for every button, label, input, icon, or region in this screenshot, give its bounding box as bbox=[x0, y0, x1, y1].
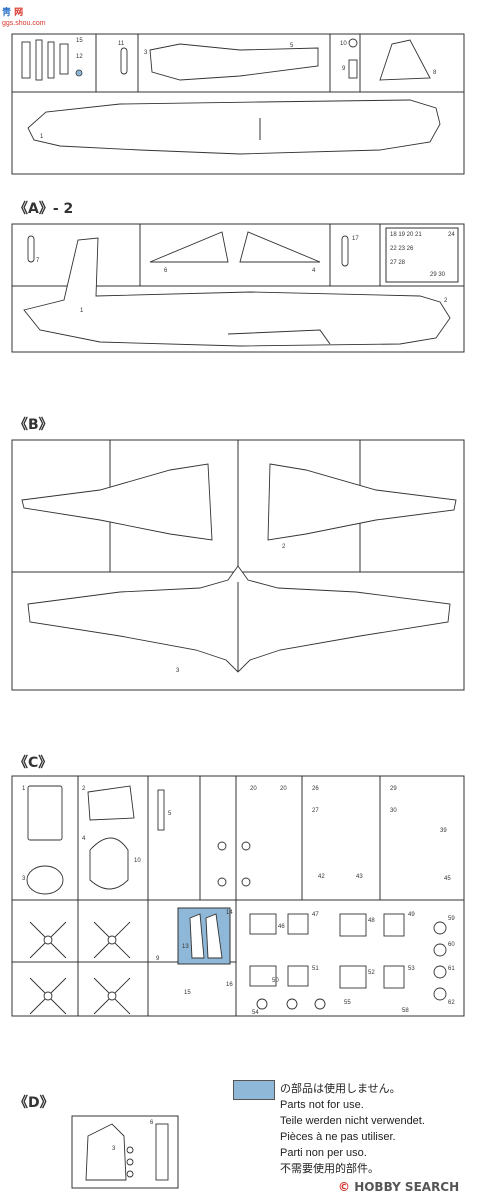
svg-text:6: 6 bbox=[150, 1120, 154, 1126]
svg-text:58: 58 bbox=[402, 1008, 409, 1014]
hobby-search-watermark: © HOBBY SEARCH bbox=[338, 1180, 459, 1194]
svg-text:4: 4 bbox=[82, 836, 86, 842]
svg-text:2: 2 bbox=[282, 544, 286, 550]
legend-line-ja: の部品は使用しません。 bbox=[280, 1083, 401, 1095]
sprue-c: 1 3 2 4 5 10 13 14 20 20 26 29 27 30 39 bbox=[11, 775, 465, 1017]
svg-text:10: 10 bbox=[340, 41, 347, 47]
svg-text:43: 43 bbox=[356, 874, 363, 880]
svg-text:24: 24 bbox=[448, 232, 455, 238]
svg-text:1: 1 bbox=[40, 134, 44, 140]
sprue-a2-label: 《A》- 2 bbox=[14, 201, 74, 217]
svg-text:2: 2 bbox=[444, 298, 448, 304]
svg-text:5: 5 bbox=[168, 811, 172, 817]
svg-text:47: 47 bbox=[312, 912, 319, 918]
propellers bbox=[29, 921, 131, 1015]
svg-text:4: 4 bbox=[312, 268, 316, 274]
svg-text:15: 15 bbox=[184, 990, 191, 996]
svg-text:3: 3 bbox=[22, 876, 26, 882]
legend-line-fr: Pièces à ne pas utiliser. bbox=[280, 1131, 396, 1143]
legend-line-it: Parti non per uso. bbox=[280, 1147, 367, 1159]
svg-text:5: 5 bbox=[290, 43, 294, 49]
svg-text:3: 3 bbox=[112, 1146, 116, 1152]
svg-text:9: 9 bbox=[342, 66, 346, 72]
svg-text:48: 48 bbox=[368, 918, 375, 924]
svg-text:53: 53 bbox=[408, 966, 415, 972]
svg-text:46: 46 bbox=[278, 924, 285, 930]
small-parts-a2: 18 19 20 21 22 23 26 27 28 29 30 24 bbox=[385, 227, 459, 283]
svg-text:42: 42 bbox=[318, 874, 325, 880]
svg-text:3: 3 bbox=[176, 668, 180, 674]
svg-text:60: 60 bbox=[448, 942, 455, 948]
svg-text:1: 1 bbox=[22, 786, 26, 792]
brand-mark: © bbox=[338, 1180, 350, 1194]
svg-text:7: 7 bbox=[36, 258, 40, 264]
svg-text:61: 61 bbox=[448, 966, 455, 972]
sprue-a2: 7 6 4 17 18 19 20 21 22 23 26 27 28 29 30… bbox=[11, 223, 465, 353]
sprue-b-label: 《B》 bbox=[14, 417, 53, 433]
svg-text:30: 30 bbox=[390, 808, 397, 814]
svg-text:59: 59 bbox=[448, 916, 455, 922]
sprue-d: 36 bbox=[71, 1115, 179, 1189]
svg-text:29: 29 bbox=[390, 786, 397, 792]
svg-text:52: 52 bbox=[368, 970, 375, 976]
site-watermark: 靑 网 ggs.shou.com bbox=[2, 2, 46, 27]
legend-swatch bbox=[233, 1080, 275, 1100]
svg-text:6: 6 bbox=[164, 268, 168, 274]
svg-text:51: 51 bbox=[312, 966, 319, 972]
sprue-d-label: 《D》 bbox=[14, 1095, 54, 1111]
svg-text:1: 1 bbox=[80, 308, 84, 314]
legend-line-en: Parts not for use. bbox=[280, 1099, 364, 1111]
svg-text:29 30: 29 30 bbox=[430, 272, 446, 278]
sprue-b: 2 3 bbox=[11, 439, 465, 691]
svg-text:20: 20 bbox=[280, 786, 287, 792]
svg-text:8: 8 bbox=[433, 70, 437, 76]
svg-text:62: 62 bbox=[448, 1000, 455, 1006]
svg-text:54: 54 bbox=[252, 1010, 259, 1016]
watermark-logo: 靑 bbox=[2, 8, 15, 18]
svg-text:14: 14 bbox=[226, 910, 233, 916]
svg-text:26: 26 bbox=[312, 786, 319, 792]
legend-line-zh: 不需要使用的部件。 bbox=[280, 1163, 379, 1175]
svg-text:27: 27 bbox=[312, 808, 319, 814]
svg-text:50: 50 bbox=[272, 978, 279, 984]
svg-text:9: 9 bbox=[156, 956, 160, 962]
watermark-url: ggs.shou.com bbox=[2, 20, 46, 27]
svg-text:13: 13 bbox=[182, 944, 189, 950]
svg-text:11: 11 bbox=[118, 41, 125, 47]
svg-text:22 23 26: 22 23 26 bbox=[390, 246, 414, 252]
svg-text:12: 12 bbox=[76, 54, 83, 60]
svg-text:18 19 20 21: 18 19 20 21 bbox=[390, 232, 422, 238]
svg-text:27 28: 27 28 bbox=[390, 260, 406, 266]
svg-text:39: 39 bbox=[440, 828, 447, 834]
svg-text:49: 49 bbox=[408, 912, 415, 918]
legend-line-de: Teile werden nicht verwendet. bbox=[280, 1115, 425, 1127]
svg-text:16: 16 bbox=[226, 982, 233, 988]
svg-text:20: 20 bbox=[250, 786, 257, 792]
svg-text:17: 17 bbox=[352, 236, 359, 242]
sprue-c-label: 《C》 bbox=[14, 755, 53, 771]
svg-text:55: 55 bbox=[344, 1000, 351, 1006]
svg-text:45: 45 bbox=[444, 876, 451, 882]
svg-text:3: 3 bbox=[144, 50, 148, 56]
watermark-logo-accent: 网 bbox=[14, 8, 24, 18]
brand-text: HOBBY SEARCH bbox=[354, 1180, 460, 1194]
svg-text:2: 2 bbox=[82, 786, 86, 792]
svg-text:15: 15 bbox=[76, 38, 83, 44]
small-parts-c: 20 20 26 29 27 30 39 42 43 45 46 47 48 49 50 51… bbox=[217, 786, 455, 1016]
svg-text:10: 10 bbox=[134, 858, 141, 864]
